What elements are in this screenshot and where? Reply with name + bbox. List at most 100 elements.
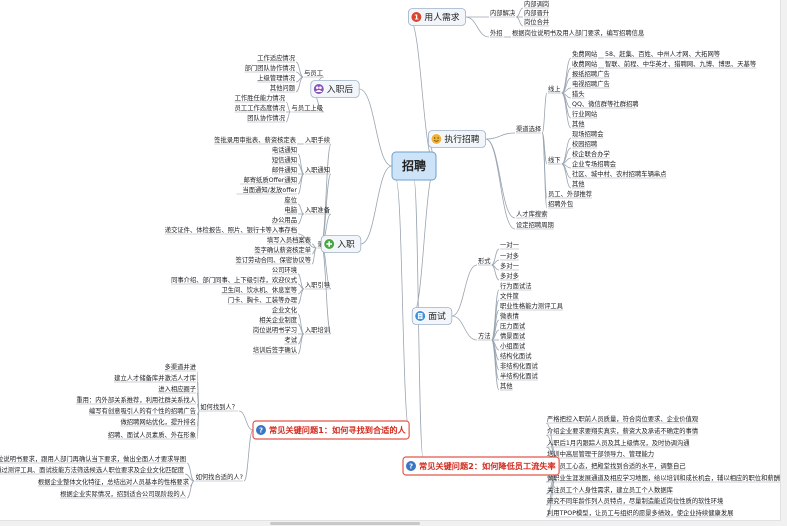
node-xq-nbsj[interactable]: 内部晋升 [524, 8, 550, 18]
node-rzh-ysj[interactable]: 与员工上级 [291, 103, 324, 113]
node-rzh-gzjx[interactable]: 工作胜任能力情况 [234, 93, 286, 103]
node-zx-sd[interactable]: 设定招聘周期 [516, 220, 554, 230]
node-rz-ks[interactable]: 考试 [284, 335, 298, 345]
node-ms-1v1[interactable]: 一对一 [500, 240, 520, 250]
node-p1-ysh[interactable]: 如何找合适的人? [195, 472, 243, 482]
node-rz-bg[interactable]: 办公用品 [271, 215, 297, 225]
node-zx-wb[interactable]: 招聘外包 [548, 199, 574, 209]
scrollbar-thumb[interactable] [270, 522, 420, 525]
node-rz-yg[interactable]: 同事介绍、部门同事、上下级引荐，欢迎仪式 [171, 275, 298, 285]
node-p1-bx[interactable]: 编写有创意吸引人的有个性的招聘广告 [88, 406, 196, 416]
node-zx-hy[interactable]: 行业网站 [572, 109, 598, 119]
node-rzh-ygz[interactable]: 与员工 [304, 69, 323, 78]
node-zx-qt1[interactable]: 其他 [572, 119, 585, 129]
node-p2-9[interactable]: 利用TPOP模型，让员工与组织的愿景多绩效，使企业持续健康发展 [547, 508, 734, 518]
topic-rz[interactable]: 入职 [320, 235, 362, 253]
node-zx-xq[interactable]: 校企联合办学 [572, 149, 610, 159]
node-p2-7[interactable]: 关注员工个人身性需求，建立员工个人数据库 [547, 485, 673, 495]
node-rz-yd[interactable]: 入职引导 [304, 280, 330, 290]
node-p1-zhd[interactable]: 如何找到人？ [200, 402, 238, 412]
node-rz-qywh[interactable]: 企业文化 [271, 305, 298, 315]
node-p1-qy[interactable]: 根据企业整体文化特征，总结出对人员基本的性格要求 [37, 477, 190, 487]
node-zx-mf-c[interactable]: 58、赶集、百姓、中州人才网、大拓网等 [605, 49, 721, 59]
node-xq-nbjj[interactable]: 内部解决 [490, 8, 516, 18]
node-ms-yl[interactable]: 压力面试 [500, 321, 526, 331]
topic-ms[interactable]: 面试 [411, 307, 453, 325]
node-ms-wb[interactable]: 文件筐 [500, 291, 519, 301]
node-rzh-tdxz[interactable]: 部门团队协作情况 [244, 63, 296, 73]
topic-rzh[interactable]: 入职后 [310, 80, 360, 98]
node-ms-qt[interactable]: 其他 [500, 381, 513, 391]
node-ms-wbs[interactable]: 微表情 [500, 311, 520, 321]
node-rz-yj[interactable]: 邮件通知 [271, 165, 297, 175]
node-p2-4[interactable]: 培训中高层管理干部领导力、管理能力 [547, 449, 655, 459]
topic-zx[interactable]: 执行招聘 [427, 130, 486, 148]
node-zx-qt2[interactable]: 其他 [572, 179, 585, 189]
node-zx-qy[interactable]: 企业专场招聘会 [572, 159, 617, 169]
node-rz-qz[interactable]: 培训后签字确认 [252, 345, 298, 355]
node-xq-nbdg[interactable]: 内部调岗 [524, 0, 550, 9]
node-ms-bjg[interactable]: 半结构化面试 [500, 371, 538, 381]
node-zx-bz[interactable]: 报纸招聘广告 [572, 69, 610, 79]
node-zx-yg[interactable]: 员工、外部推荐 [548, 189, 593, 199]
node-zx-sf[interactable]: 收费网站 [572, 59, 598, 69]
node-p1-rc[interactable]: 建立人才储备库并激活人才库 [114, 373, 196, 383]
node-rz-tz[interactable]: 入职通知 [304, 165, 330, 175]
node-rz-dm[interactable]: 当面通知/发放offer [236, 185, 298, 195]
node-p2-5[interactable]: 培训员工心态，把殿堂找到合适的水平，调整自己 [547, 461, 686, 471]
node-p1-tg[interactable]: 通过测评工具、面试技能方法筛选候选人职位要求及企业文化匹配度 [0, 465, 185, 475]
node-rz-zd[interactable]: 相关企业制度 [259, 315, 298, 325]
node-rz-px[interactable]: 入职培训 [304, 325, 330, 335]
node-p1-sj[interactable]: 根据企业实际情况，招到适合公司现阶段的人 [60, 489, 187, 499]
node-zx-ds[interactable]: 电视招聘广告 [572, 79, 610, 89]
problem-topic-p2[interactable]: ?常见关键问题2：如何降低员工流失率 [402, 456, 560, 476]
node-xq-wt-c[interactable]: 根据岗位说明书及用人部门要求，编写招聘信息 [512, 28, 645, 38]
node-ms-1vd[interactable]: 一对多 [500, 251, 519, 261]
node-ms-qj[interactable]: 情景面试 [500, 331, 526, 341]
node-rz-dn[interactable]: 电脑 [284, 205, 297, 215]
node-ms-dvd[interactable]: 多对多 [500, 271, 519, 281]
node-rz-dx[interactable]: 短信通知 [271, 155, 297, 165]
node-p2-1[interactable]: 严格把控入职前人员质量，符合岗位要求、企业价值观 [547, 414, 699, 424]
node-p2-3[interactable]: 入职后1月内跟踪人员及其上级情况，及时协调沟通 [547, 438, 690, 448]
node-rzh-gzsy[interactable]: 工作适应情况 [257, 53, 296, 63]
node-rz-zb[interactable]: 入职准备 [304, 205, 331, 215]
node-ms-xw[interactable]: 行为面试法 [500, 281, 532, 291]
node-p1-jr[interactable]: 进入相应圈子 [158, 384, 196, 394]
node-p1-dy[interactable]: 多渠道并进 [164, 362, 197, 372]
problem-topic-p1[interactable]: ?常见关键问题1：如何寻找到合适的人 [252, 420, 410, 440]
node-zx-sq[interactable]: 社区、城中村、农村招聘车辆串点 [572, 169, 667, 179]
node-zx-xc[interactable]: 现场招聘会 [572, 129, 604, 139]
node-zx-xx[interactable]: 线下 [548, 155, 561, 165]
horizontal-scrollbar[interactable] [0, 520, 781, 526]
node-ms-zy[interactable]: 职业性格能力测评工具 [500, 301, 564, 311]
node-rzh-qt[interactable]: 其他问题 [269, 83, 296, 93]
node-rz-sx[interactable]: 入职手续 [304, 135, 331, 145]
node-rz-sx-c[interactable]: 签批录用审批表、薪资核定表 [214, 135, 297, 145]
node-p1-zy[interactable]: 重用：内外部关系推荐，利用社群关系找人 [76, 395, 197, 405]
node-zx-qd[interactable]: 渠道选择 [516, 124, 542, 134]
node-zx-sf-c[interactable]: 智联、前程、中华英才、猎聘网、九博、博思、天基等 [605, 59, 757, 69]
node-rz-gs[interactable]: 公司环境 [271, 265, 297, 275]
node-rzh-td2[interactable]: 团队协作情况 [247, 113, 286, 123]
node-ms-fjg[interactable]: 非结构化面试 [500, 361, 538, 371]
node-xq-gwhb[interactable]: 岗位合并 [524, 17, 550, 27]
node-ms-jg[interactable]: 结构化面试 [500, 351, 532, 361]
node-ms-xz[interactable]: 小组面试 [500, 341, 526, 351]
node-rz-dh[interactable]: 电话通知 [271, 145, 297, 155]
node-ms-dv1[interactable]: 多对一 [500, 261, 520, 271]
node-zx-qq[interactable]: QQ、微信群等社群招聘 [572, 99, 639, 109]
node-rz-zw[interactable]: 座位 [284, 195, 298, 205]
node-p1-ms[interactable]: 招聘、面试人员素质、外在形象 [107, 430, 196, 440]
node-rz-ly-c[interactable]: 递交证件、体检报告、照片、银行卡等入事存档 [164, 225, 297, 235]
node-rzh-sj[interactable]: 上级管理情况 [257, 73, 296, 83]
node-rzh-gztd[interactable]: 员工工作态度情况 [234, 103, 286, 113]
node-rz-mk[interactable]: 门卡、胸卡、工装等办理 [227, 295, 298, 305]
node-rz-ws[interactable]: 卫生间、饮水机、休息室等 [221, 285, 298, 295]
root-topic[interactable]: 招聘 [391, 151, 437, 181]
node-rz-dx2[interactable]: 填写入员档案表 [266, 235, 312, 245]
node-rz-qs[interactable]: 签字确认薪资核定单 [254, 245, 311, 255]
node-zx-rc[interactable]: 人才库搜索 [516, 209, 548, 219]
node-zx-mf[interactable]: 免费网站 [572, 49, 598, 59]
